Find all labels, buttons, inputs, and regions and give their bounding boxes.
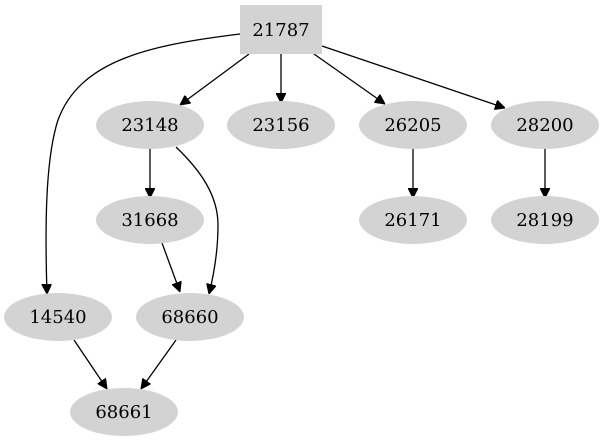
edge-21787-23148 (180, 53, 250, 105)
node-shape-ellipse (491, 196, 599, 244)
node-shape-ellipse (70, 388, 178, 436)
edge-21787-14540 (46, 33, 241, 294)
node-23148: 23148 (96, 101, 204, 149)
node-21787: 21787 (240, 5, 322, 54)
node-label: 26171 (384, 210, 441, 231)
node-28199: 28199 (491, 196, 599, 244)
edge-31668-68660 (161, 242, 180, 292)
node-shape-box (240, 5, 322, 54)
edge-14540-68661 (73, 339, 107, 389)
edge-21787-28200 (321, 45, 505, 108)
node-label: 23148 (121, 115, 178, 136)
node-31668: 31668 (96, 196, 204, 244)
node-label: 14540 (29, 307, 86, 328)
node-label: 26205 (384, 115, 441, 136)
node-14540: 14540 (4, 293, 112, 341)
node-label: 68661 (95, 402, 152, 423)
node-shape-ellipse (96, 101, 204, 149)
nodes: 21787 23148 23156 26205 28200 31668 2617… (4, 5, 599, 436)
node-26171: 26171 (359, 196, 467, 244)
edge-21787-26205 (313, 53, 385, 104)
node-label: 23156 (252, 115, 309, 136)
node-26205: 26205 (359, 101, 467, 149)
node-label: 31668 (121, 210, 178, 231)
node-shape-ellipse (136, 293, 244, 341)
node-label: 28199 (516, 210, 573, 231)
edge-68660-68661 (141, 339, 177, 389)
node-shape-ellipse (96, 196, 204, 244)
node-68661: 68661 (70, 388, 178, 436)
node-28200: 28200 (491, 101, 599, 149)
node-shape-ellipse (491, 101, 599, 149)
node-label: 28200 (516, 115, 573, 136)
node-shape-ellipse (359, 101, 467, 149)
node-68660: 68660 (136, 293, 244, 341)
node-shape-ellipse (227, 101, 335, 149)
node-23156: 23156 (227, 101, 335, 149)
edges (46, 33, 545, 389)
node-shape-ellipse (4, 293, 112, 341)
node-label: 68660 (161, 307, 218, 328)
edge-23148-68660 (175, 146, 219, 294)
node-label: 21787 (252, 20, 309, 41)
node-shape-ellipse (359, 196, 467, 244)
